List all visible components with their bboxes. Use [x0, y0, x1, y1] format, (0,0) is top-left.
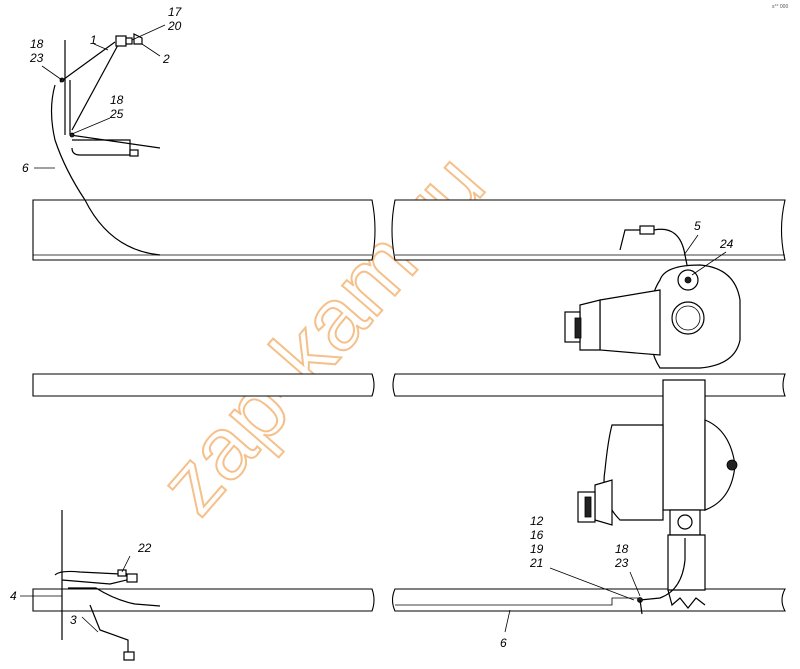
frame-rail-top-right: [391, 199, 786, 261]
watermark: zap-kam.ru: [140, 135, 503, 532]
label-24: 24: [719, 237, 734, 251]
label-25: 25: [109, 107, 124, 121]
sensor-2-top: [115, 33, 143, 47]
label-6-top: 6: [22, 161, 29, 175]
frame-rail-bottom-left: [32, 588, 375, 612]
label-5: 5: [694, 219, 701, 233]
label-20: 20: [167, 19, 182, 33]
label-16: 16: [530, 528, 544, 542]
label-18-top: 18: [30, 37, 44, 51]
label-23-top: 23: [29, 51, 44, 65]
harness-lower-left: [54, 510, 161, 661]
label-17: 17: [168, 5, 183, 19]
leader-lines: [20, 24, 727, 633]
harness-5: [619, 225, 689, 271]
frame-rail-mid-left: [32, 373, 375, 397]
axle-reducer-upper: [564, 264, 741, 369]
label-1: 1: [90, 33, 97, 47]
harness-6-top: [50, 84, 161, 256]
axle-reducer-lower: [577, 379, 738, 609]
label-6-bottom: 6: [500, 636, 507, 650]
label-23-bottom: 23: [614, 556, 629, 570]
label-22: 22: [137, 541, 152, 555]
frame-rail-mid-right: [392, 373, 786, 397]
label-3: 3: [70, 613, 77, 627]
frame-rail-bottom-right: [391, 588, 786, 612]
harness-lower-right: [637, 538, 686, 615]
label-4: 4: [10, 589, 17, 603]
label-2: 2: [162, 52, 170, 66]
label-21: 21: [529, 556, 543, 570]
drawing-code: s°° 000: [772, 4, 788, 10]
label-19: 19: [530, 542, 544, 556]
label-12: 12: [530, 514, 544, 528]
label-18-bottom: 18: [615, 542, 629, 556]
frame-rail-top-left: [32, 199, 376, 261]
label-18-mid: 18: [110, 93, 124, 107]
